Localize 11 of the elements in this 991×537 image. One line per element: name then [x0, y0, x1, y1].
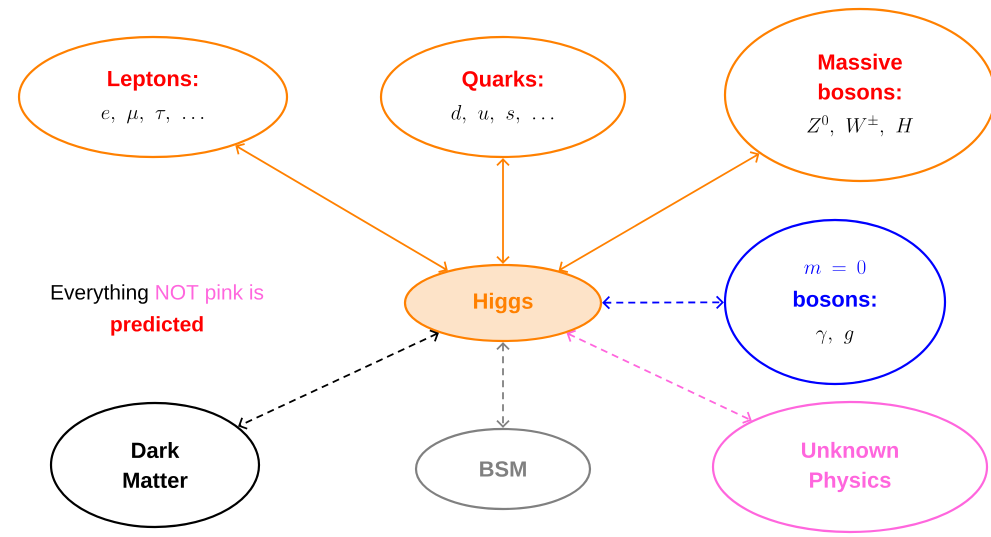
note-text: is — [250, 284, 264, 300]
double-arrow — [566, 330, 752, 424]
note-text: Everything — [52, 284, 148, 304]
double-arrow — [602, 296, 724, 310]
double-arrow — [235, 143, 448, 273]
note-text: NOT pink — [156, 284, 244, 304]
double-arrow — [558, 151, 760, 274]
note-text: predicted — [111, 316, 203, 336]
double-arrow — [496, 158, 510, 264]
double-arrow — [496, 342, 510, 428]
double-arrow — [238, 330, 439, 430]
